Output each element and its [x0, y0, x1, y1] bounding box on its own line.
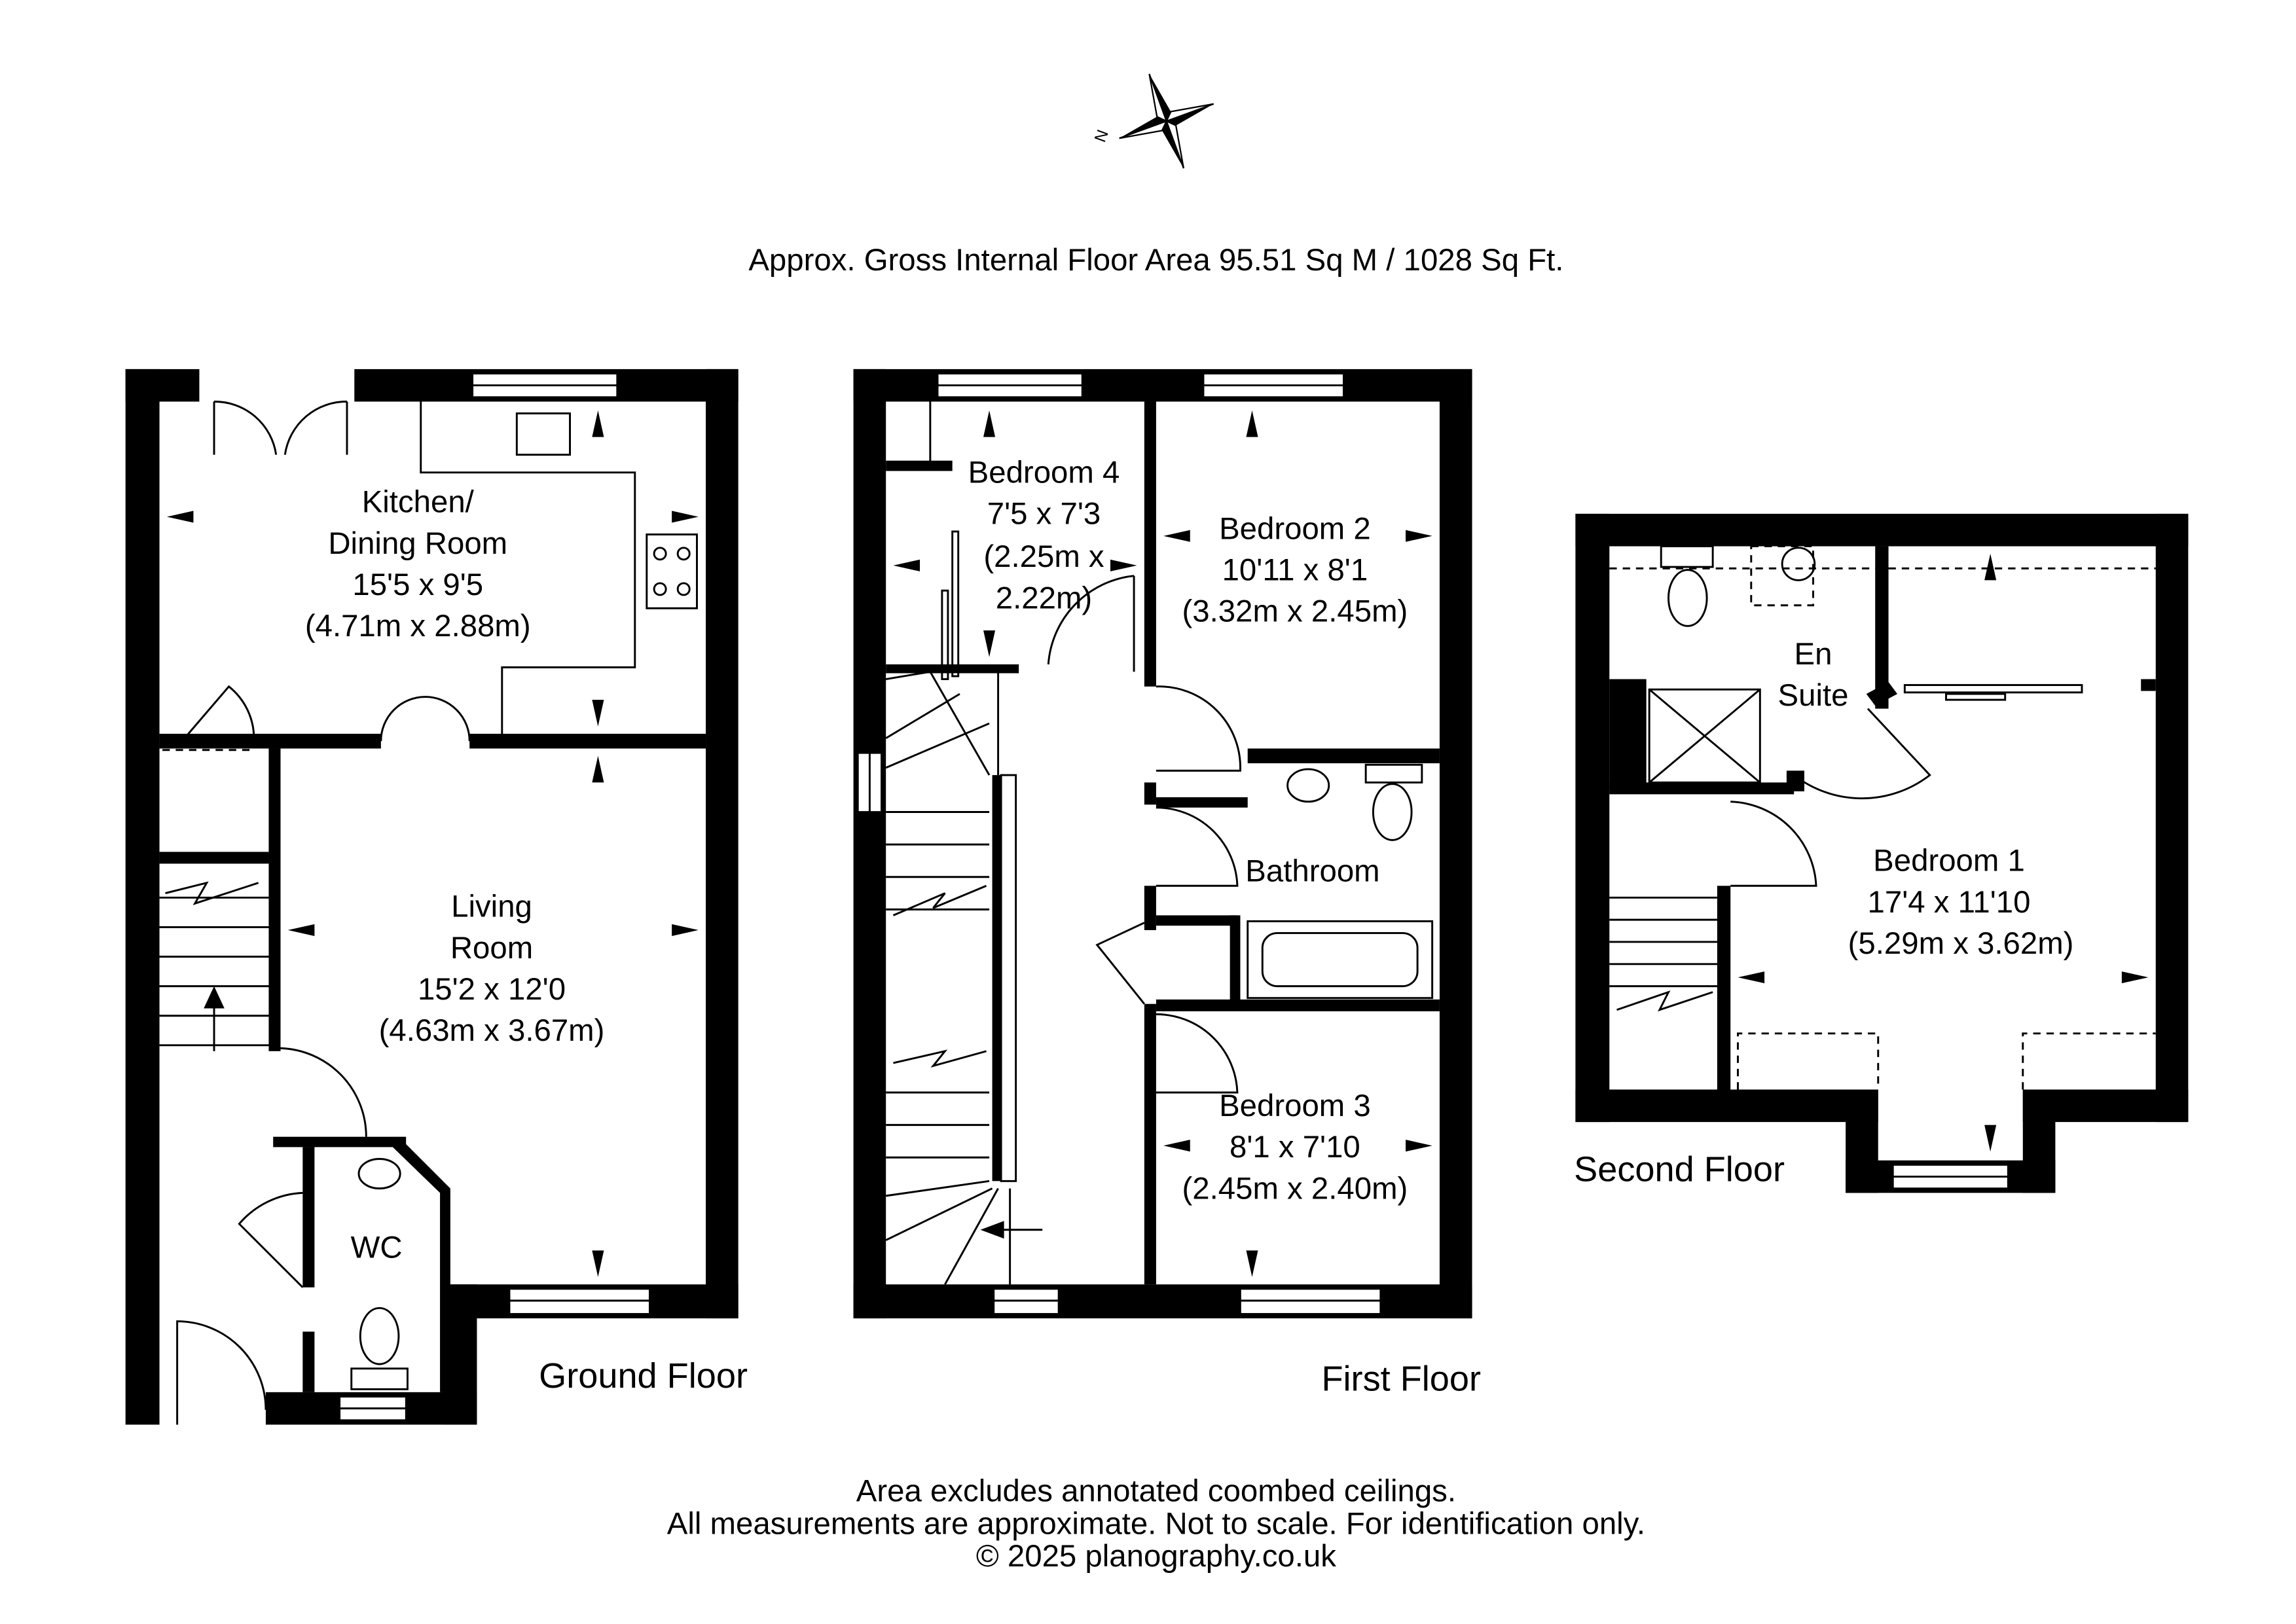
stairs	[1609, 801, 1817, 1090]
dimension-arrows	[166, 410, 699, 1277]
ground-floor-plan	[125, 369, 738, 1425]
room-dimensions-imperial: 15'5 x 9'5	[352, 568, 483, 602]
room-name: Bedroom 3	[1219, 1089, 1371, 1123]
room-dimensions-imperial: 17'4 x 11'10	[1868, 885, 2031, 920]
room-dimensions-metric: (4.63m x 3.67m)	[379, 1013, 605, 1048]
room-name: Dining Room	[328, 526, 507, 561]
stairs	[159, 881, 269, 1051]
room-name: Bathroom	[1245, 854, 1379, 888]
room-dimensions-metric: (3.32m x 2.45m)	[1182, 594, 1408, 629]
compass-icon	[1119, 73, 1214, 169]
room-name: Bedroom 4	[968, 456, 1120, 490]
room-name: Bedroom 2	[1219, 511, 1371, 546]
footer-note: Area excludes annotated coombed ceilings…	[856, 1474, 1456, 1509]
dimension-arrows	[1738, 553, 2149, 1152]
room-name: WC	[351, 1231, 403, 1265]
room-name: En	[1795, 637, 1832, 672]
room-name: Suite	[1778, 678, 1849, 713]
room-dimensions-metric: (2.25m x	[983, 539, 1104, 574]
footer-note: All measurements are approximate. Not to…	[667, 1506, 1645, 1541]
room-dimensions-metric: (5.29m x 3.62m)	[1848, 926, 2074, 961]
second-floor-plan	[1575, 513, 2189, 1193]
footer-copyright: © 2025 planography.co.uk	[976, 1539, 1336, 1574]
stairs	[885, 670, 1043, 1285]
room-name: Kitchen/	[362, 485, 475, 520]
room-name: Living	[451, 890, 532, 924]
room-dimensions-imperial: 8'1 x 7'10	[1230, 1130, 1360, 1164]
floor-label-ground: Ground Floor	[539, 1356, 748, 1396]
room-name: Room	[450, 931, 533, 965]
room-dimensions-metric: (4.71m x 2.88m)	[305, 609, 531, 643]
room-dimensions-imperial: 7'5 x 7'3	[987, 497, 1101, 532]
room-dimensions-imperial: 10'11 x 8'1	[1222, 552, 1368, 587]
room-name: Bedroom 1	[1873, 844, 2025, 878]
room-dimensions-imperial: 15'2 x 12'0	[418, 972, 566, 1007]
floor-area-title: Approx. Gross Internal Floor Area 95.51 …	[748, 243, 1563, 278]
room-dimensions-metric: (2.45m x 2.40m)	[1182, 1171, 1408, 1206]
floor-label-first: First Floor	[1321, 1360, 1481, 1399]
dimension-arrows	[893, 410, 1432, 1277]
compass-north-label: N	[1091, 128, 1112, 145]
first-floor-plan	[853, 369, 1472, 1319]
room-dimensions-metric: 2.22m)	[996, 581, 1092, 615]
floor-label-second: Second Floor	[1574, 1149, 1785, 1189]
